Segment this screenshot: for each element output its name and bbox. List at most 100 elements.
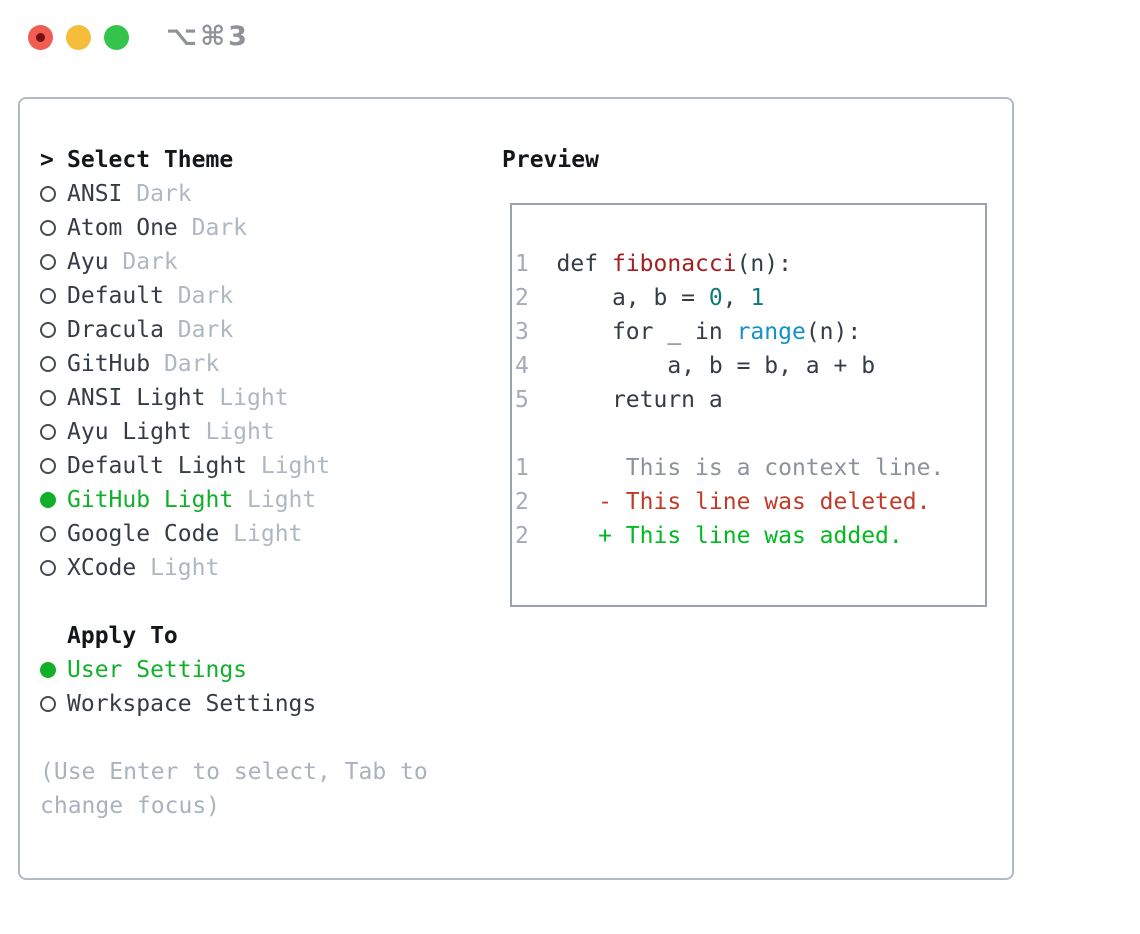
minimize-button[interactable] [66,25,91,50]
radio-marker [40,560,67,576]
option-variant-badge: Light [136,555,220,581]
option-label: Dracula [67,317,164,343]
window-title: ⌥⌘3 [166,21,250,52]
zoom-button[interactable] [104,25,129,50]
theme-options: ANSI Dark Atom One Dark Ayu Dark Default… [40,177,330,585]
close-dot-icon [36,33,45,42]
option-label: Ayu Light [67,419,192,445]
radio-icon [40,696,56,712]
radio-marker [40,322,67,338]
option-label: User Settings [67,657,248,683]
radio-marker [40,288,67,304]
code-line [515,417,944,451]
keyboard-hint-line-2: change focus) [40,793,221,819]
code-line: 1 This is a context line. [515,455,945,481]
option-label: Default Light [67,453,248,479]
option-variant-badge: Light [219,521,303,547]
keyboard-hint-line-1: (Use Enter to select, Tab to [40,759,428,785]
radio-icon [40,254,56,270]
titlebar: ⌥⌘3 [0,0,1140,75]
option-label: ANSI [67,181,123,207]
option-variant-badge: Light [233,487,317,513]
theme-list-title: Select Theme [67,147,234,173]
theme-option-google-code[interactable]: Google Code Light [40,517,330,551]
theme-list-header: > Select Theme [40,143,330,177]
radio-icon [40,322,56,338]
theme-option-ansi-light[interactable]: ANSI Light Light [40,381,330,415]
apply-option-user-settings[interactable]: User Settings [40,653,316,687]
code-line: 2 + This line was added. [515,523,903,549]
radio-icon [40,424,56,440]
theme-option-ayu[interactable]: Ayu Dark [40,245,330,279]
apply-option-workspace-settings[interactable]: Workspace Settings [40,687,316,721]
option-label: Google Code [67,521,220,547]
option-label: Workspace Settings [67,691,317,717]
radio-marker [40,696,67,712]
theme-option-default-light[interactable]: Default Light Light [40,449,330,483]
code-line: 1 def fibonacci(n): [515,251,792,277]
apply-to-title: Apply To [67,623,178,649]
code-line: 2 a, b = 0, 1 [515,285,765,311]
radio-icon [40,220,56,236]
option-label: GitHub [67,351,151,377]
radio-marker [40,356,67,372]
code-line: 3 for _ in range(n): [515,319,862,345]
radio-icon [40,662,56,678]
option-variant-badge: Dark [108,249,178,275]
preview-box: 1 def fibonacci(n): 2 a, b = 0, 1 3 for _ … [510,203,987,607]
theme-option-github[interactable]: GitHub Dark [40,347,330,381]
option-variant-badge: Dark [150,351,220,377]
radio-icon [40,288,56,304]
option-variant-badge: Light [191,419,275,445]
code-line: 4 a, b = b, a + b [515,353,876,379]
theme-option-ansi[interactable]: ANSI Dark [40,177,330,211]
option-variant-badge: Dark [163,317,234,343]
radio-marker [40,220,67,236]
code-line: 2 - This line was deleted. [515,489,931,515]
preview-title: Preview [502,147,599,173]
radio-icon [40,186,56,202]
option-variant-badge: Dark [163,283,234,309]
radio-icon [40,356,56,372]
radio-icon [40,390,56,406]
radio-marker [40,390,67,406]
apply-to-options: User Settings Workspace Settings [40,653,316,721]
keyboard-hint: (Use Enter to select, Tab to change focu… [40,755,428,823]
option-label: ANSI Light [67,385,206,411]
option-variant-badge: Dark [122,181,192,207]
option-label: GitHub Light [67,487,234,513]
theme-option-atom-one[interactable]: Atom One Dark [40,211,330,245]
code-line: 5 return a [515,387,723,413]
option-label: XCode [67,555,137,581]
prompt-icon: > [40,147,54,173]
traffic-lights [28,25,129,50]
radio-icon [40,458,56,474]
radio-marker [40,254,67,270]
close-button[interactable] [28,25,53,50]
theme-option-default[interactable]: Default Dark [40,279,330,313]
radio-marker [40,186,67,202]
code-preview: 1 def fibonacci(n): 2 a, b = 0, 1 3 for _ … [515,247,944,553]
radio-marker [40,458,67,474]
theme-picker-panel: > Select Theme ANSI Dark Atom One Dark A… [18,97,1014,880]
radio-icon [40,526,56,542]
option-label: Default [67,283,164,309]
apply-to-section: Apply To User Settings Workspace Setting… [40,619,316,721]
theme-option-dracula[interactable]: Dracula Dark [40,313,330,347]
option-variant-badge: Light [247,453,331,479]
option-label: Ayu [67,249,109,275]
radio-marker [40,492,67,508]
option-variant-badge: Dark [177,215,248,241]
radio-marker [40,424,67,440]
radio-marker [40,662,67,678]
radio-marker [40,526,67,542]
theme-option-ayu-light[interactable]: Ayu Light Light [40,415,330,449]
theme-option-github-light[interactable]: GitHub Light Light [40,483,330,517]
option-variant-badge: Light [205,385,289,411]
radio-icon [40,492,56,508]
theme-list: > Select Theme ANSI Dark Atom One Dark A… [40,143,330,585]
option-label: Atom One [67,215,178,241]
radio-icon [40,560,56,576]
theme-option-xcode[interactable]: XCode Light [40,551,330,585]
